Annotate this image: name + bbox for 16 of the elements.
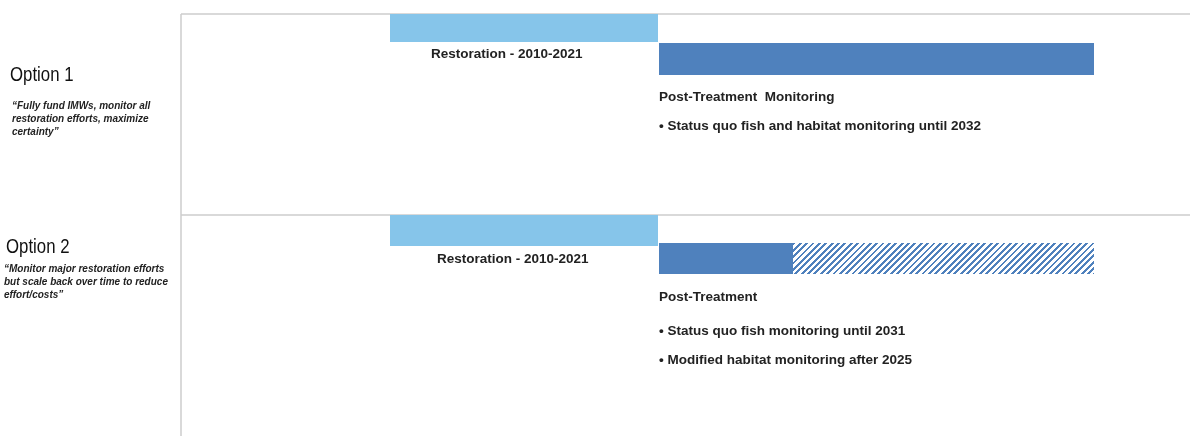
option-heading: Option 2 (6, 234, 70, 258)
bar-caption: Restoration - 2010-2021 (431, 46, 583, 61)
bullet-text: • Status quo fish and habitat monitoring until 2032 (659, 118, 981, 133)
timeline-bar (793, 243, 1094, 274)
option-heading: Option 1 (10, 62, 74, 86)
timeline-bar (659, 243, 793, 274)
bar-caption: Post-Treatment (659, 289, 758, 304)
bullet-text: • Modified habitat monitoring after 2025 (659, 352, 912, 367)
option-quote: “Monitor major restoration efforts but scale back over time to reduce effort/costs” (4, 262, 169, 301)
timeline-bar (390, 14, 658, 42)
bullet-text: • Status quo fish monitoring until 2031 (659, 323, 906, 338)
bar-caption: Post-Treatment Monitoring (659, 89, 835, 104)
option-quote: “Fully fund IMWs, monitor all restoration efforts, maximize certainty” (12, 99, 152, 138)
timeline-bar (659, 43, 1094, 75)
bar-caption: Restoration - 2010-2021 (437, 251, 589, 266)
timeline-bar (390, 215, 658, 246)
